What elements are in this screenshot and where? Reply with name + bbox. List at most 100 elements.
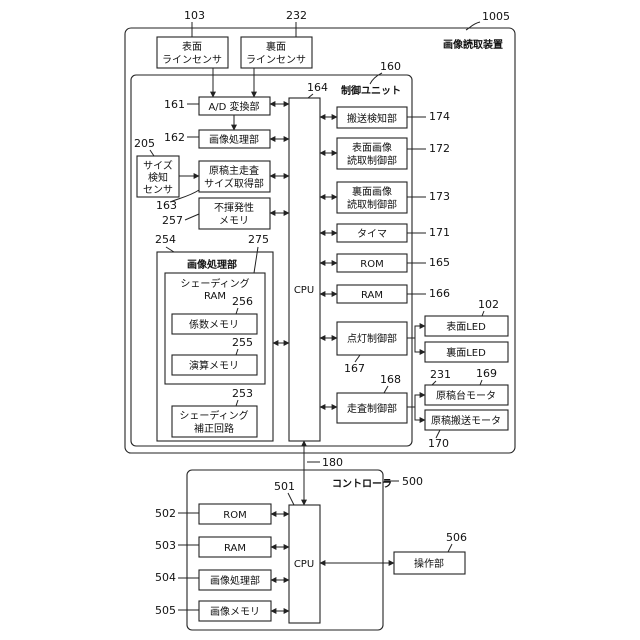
shading-ram-line2: RAM bbox=[204, 291, 226, 302]
size-sensor-leader bbox=[150, 150, 154, 156]
front-led-leader bbox=[482, 311, 484, 316]
calculation-memory-ref: 255 bbox=[232, 336, 253, 349]
ad-converter-ref: 161 bbox=[164, 98, 185, 111]
image-processing-block-ref: 254 bbox=[155, 233, 176, 246]
operation-unit-label: 操作部 bbox=[414, 557, 444, 570]
nonvolatile-line1: 不揮発性 bbox=[214, 201, 254, 214]
controller-ref: 500 bbox=[402, 475, 423, 488]
operation-unit-ref: 506 bbox=[446, 531, 467, 544]
lighting-control-label: 点灯制御部 bbox=[347, 332, 397, 345]
lighting-backled-arrow bbox=[415, 338, 425, 352]
controller-image-processing-label: 画像処理部 bbox=[210, 574, 260, 587]
timer-label: タイマ bbox=[357, 228, 387, 240]
size-sensor-line3: センサ bbox=[143, 184, 173, 196]
lighting-control-leader bbox=[355, 355, 360, 362]
ad-converter-label: A/D 変換部 bbox=[208, 100, 259, 113]
front-read-line2: 読取制御部 bbox=[347, 154, 397, 167]
controller-rom-ref: 502 bbox=[155, 507, 176, 520]
transport-detection-label: 搬送検知部 bbox=[347, 112, 397, 125]
calculation-memory-label: 演算メモリ bbox=[189, 359, 239, 372]
shading-correction-line2: 補正回路 bbox=[194, 422, 234, 435]
front-sensor-line2: ラインセンサ bbox=[162, 54, 222, 66]
apparatus-title: 画像読取装置 bbox=[443, 38, 503, 51]
apparatus-leader bbox=[466, 22, 480, 30]
front-read-line1: 表面画像 bbox=[352, 141, 392, 154]
controller-rom-label: ROM bbox=[223, 510, 246, 521]
coefficient-memory-leader bbox=[236, 308, 238, 314]
front-led-label: 表面LED bbox=[446, 320, 486, 333]
size-sensor-ref: 205 bbox=[134, 137, 155, 150]
platen-motor-ref: 169 bbox=[476, 367, 497, 380]
control-cpu-label: CPU bbox=[294, 285, 314, 296]
main-scan-size-line2: サイズ取得部 bbox=[204, 177, 264, 190]
back-sensor-ref: 232 bbox=[286, 9, 307, 22]
control-rom-label: ROM bbox=[360, 259, 383, 270]
transport-detection-ref: 174 bbox=[429, 110, 450, 123]
shading-correction-ref: 253 bbox=[232, 387, 253, 400]
lighting-control-ref: 167 bbox=[344, 362, 365, 375]
control-rom-ref: 165 bbox=[429, 256, 450, 269]
controller-image-memory-ref: 505 bbox=[155, 604, 176, 617]
size-sensor-line1: サイズ bbox=[143, 159, 173, 172]
controller-image-memory-label: 画像メモリ bbox=[210, 606, 260, 618]
document-transport-motor-label: 原稿搬送モータ bbox=[431, 414, 501, 427]
control-cpu-leader bbox=[308, 94, 313, 98]
image-processing-block-title: 画像処理部 bbox=[187, 258, 237, 271]
platen-motor-leader bbox=[480, 380, 482, 385]
controller-cpu-ref: 501 bbox=[274, 480, 295, 493]
system-bus-ref: 180 bbox=[322, 456, 343, 469]
size-sensor-line2: 検知 bbox=[148, 171, 168, 184]
image-processing-ref: 162 bbox=[164, 131, 185, 144]
control-cpu-ref: 164 bbox=[307, 81, 328, 94]
image-processing-block-leader bbox=[166, 247, 174, 252]
controller-cpu-label: CPU bbox=[294, 559, 314, 570]
apparatus-ref: 1005 bbox=[482, 10, 510, 23]
shading-ram-line1: シェーディング bbox=[180, 277, 249, 290]
scan-platen-arrow bbox=[407, 395, 425, 407]
scan-control-leader bbox=[384, 386, 388, 393]
nonvolatile-ref: 257 bbox=[162, 214, 183, 227]
scan-control-ref: 168 bbox=[380, 373, 401, 386]
back-sensor-line2: ラインセンサ bbox=[246, 54, 306, 66]
external-231-leader bbox=[432, 381, 436, 385]
control-ram-ref: 166 bbox=[429, 287, 450, 300]
shading-ram-ref: 275 bbox=[248, 233, 269, 246]
shading-ram-leader bbox=[254, 247, 258, 273]
timer-ref: 171 bbox=[429, 226, 450, 239]
front-sensor-line1: 表面 bbox=[182, 40, 202, 53]
front-read-ref: 172 bbox=[429, 142, 450, 155]
coefficient-memory-ref: 256 bbox=[232, 295, 253, 308]
nonvolatile-line2: メモリ bbox=[219, 216, 249, 227]
control-ram-label: RAM bbox=[361, 290, 383, 301]
control-unit-ref: 160 bbox=[380, 60, 401, 73]
controller-ram-ref: 503 bbox=[155, 539, 176, 552]
back-read-line2: 読取制御部 bbox=[347, 198, 397, 211]
lighting-frontled-arrow bbox=[407, 326, 425, 338]
control-unit-title: 制御ユニット bbox=[341, 84, 401, 97]
back-led-label: 裏面LED bbox=[446, 346, 486, 359]
front-sensor-ref: 103 bbox=[184, 9, 205, 22]
shading-correction-leader bbox=[236, 400, 238, 406]
front-led-ref: 102 bbox=[478, 298, 499, 311]
platen-motor-label: 原稿台モータ bbox=[436, 389, 496, 402]
external-231-ref: 231 bbox=[430, 368, 451, 381]
back-sensor-line1: 裏面 bbox=[266, 40, 286, 53]
coefficient-memory-label: 係数メモリ bbox=[189, 318, 239, 331]
controller-ram-label: RAM bbox=[224, 543, 246, 554]
shading-correction-line1: シェーディング bbox=[179, 409, 248, 422]
back-read-line1: 裏面画像 bbox=[352, 185, 392, 198]
controller-title: コントローラ bbox=[332, 478, 392, 490]
operation-unit-leader bbox=[448, 544, 452, 552]
control-cpu bbox=[289, 98, 320, 441]
back-read-ref: 173 bbox=[429, 190, 450, 203]
controller-image-processing-ref: 504 bbox=[155, 571, 176, 584]
document-transport-motor-ref: 170 bbox=[428, 437, 449, 450]
main-scan-size-line1: 原稿主走査 bbox=[209, 164, 259, 177]
scan-control-label: 走査制御部 bbox=[347, 402, 397, 415]
image-processing-label: 画像処理部 bbox=[209, 133, 259, 146]
scan-transport-arrow bbox=[415, 407, 425, 420]
calculation-memory-leader bbox=[236, 349, 238, 355]
nonvolatile-leader bbox=[185, 214, 199, 220]
controller-cpu-leader bbox=[288, 493, 294, 505]
